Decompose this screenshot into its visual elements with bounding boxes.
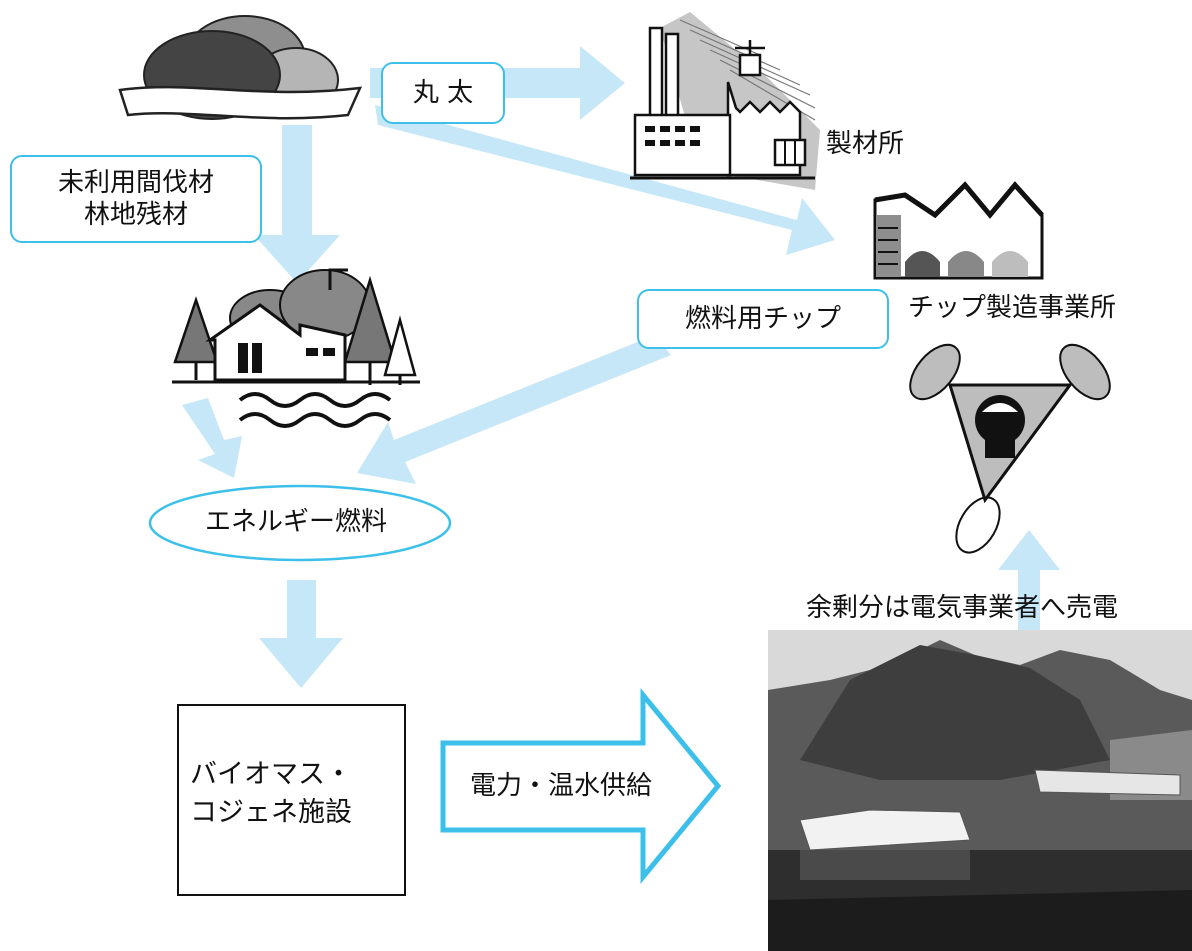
sawmill-label: 製材所 bbox=[826, 129, 905, 159]
power-icon bbox=[909, 343, 1111, 554]
flow-arrows bbox=[182, 46, 1060, 688]
biomass-label-line1: バイオマス・ bbox=[190, 759, 352, 790]
arrow-sell-power bbox=[998, 530, 1060, 632]
chip-plant-label: チップ製造事業所 bbox=[908, 293, 1117, 323]
house-icon bbox=[172, 268, 420, 428]
sawmill-icon bbox=[630, 12, 820, 190]
unused-timber-line2: 林地残材 bbox=[83, 200, 188, 230]
arrow-to-biomass bbox=[259, 580, 343, 688]
maruta-box: 丸 太 bbox=[381, 62, 505, 124]
energy-fuel-label: エネルギー燃料 bbox=[205, 507, 388, 537]
arrow-to-chip-plant bbox=[375, 105, 835, 255]
arrow-to-house bbox=[254, 125, 340, 283]
arrow-fuel-chip bbox=[357, 335, 671, 484]
facility-photo bbox=[768, 630, 1192, 951]
maruta-label: 丸 太 bbox=[412, 77, 474, 108]
supply-label: 電力・温水供給 bbox=[470, 771, 653, 801]
fuel-chip-label: 燃料用チップ bbox=[684, 303, 841, 334]
arrow-house-to-fuel bbox=[182, 398, 242, 478]
forest-icon bbox=[118, 15, 363, 120]
surplus-label: 余剰分は電気事業者へ売電 bbox=[806, 593, 1119, 623]
fuel-chip-box: 燃料用チップ bbox=[637, 289, 889, 349]
unused-timber-line1: 未利用間伐材 bbox=[57, 167, 214, 198]
biomass-label-line2: コジェネ施設 bbox=[190, 797, 352, 828]
energy-fuel-ellipse bbox=[148, 484, 452, 562]
biomass-facility-box bbox=[177, 704, 406, 896]
supply-arrow bbox=[440, 688, 722, 884]
chip-plant-icon bbox=[873, 181, 1044, 280]
unused-timber-box: 未利用間伐材 林地残材 bbox=[10, 155, 262, 243]
